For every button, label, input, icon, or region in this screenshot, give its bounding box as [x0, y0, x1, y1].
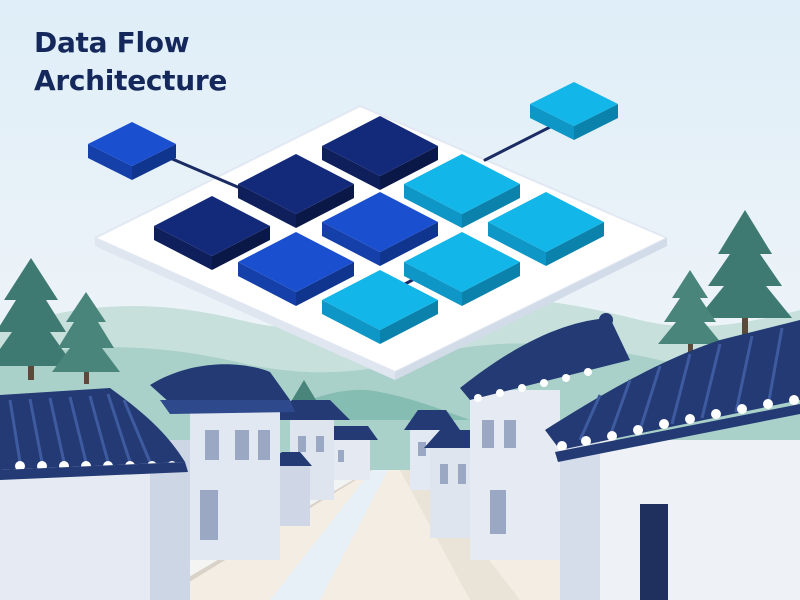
connector-line: [483, 120, 562, 162]
block-top: [322, 270, 438, 330]
block-side-left: [404, 262, 462, 306]
pine-tree-right: [698, 210, 792, 340]
connector-line: [168, 156, 242, 190]
block-side-right: [296, 262, 354, 306]
block-side-right: [380, 300, 438, 344]
data-block: [322, 116, 438, 190]
block-side-left: [154, 226, 212, 270]
block-top: [530, 82, 618, 126]
data-block: [322, 192, 438, 266]
block-top: [404, 232, 520, 292]
pine-tree-left-2: [52, 292, 120, 384]
data-block: [88, 122, 176, 180]
block-side-right: [462, 262, 520, 306]
block-side-left: [238, 262, 296, 306]
title-line-1: Data Flow: [34, 26, 190, 59]
block-top: [322, 192, 438, 252]
block-side-left: [404, 184, 462, 228]
data-block: [488, 192, 604, 266]
block-side-left: [238, 184, 296, 228]
data-block: [154, 196, 270, 270]
block-side-left: [322, 222, 380, 266]
data-block: [404, 232, 520, 306]
block-top: [238, 154, 354, 214]
block-side-left: [88, 144, 132, 180]
right-houses: [404, 313, 800, 600]
block-side-right: [380, 146, 438, 190]
block-side-left: [322, 300, 380, 344]
data-block: [530, 82, 618, 140]
block-side-left: [530, 104, 574, 140]
block-side-right: [546, 222, 604, 266]
block-side-right: [212, 226, 270, 270]
block-top: [488, 192, 604, 252]
title-line-2: Architecture: [34, 64, 228, 97]
data-block: [404, 154, 520, 228]
pine-tree-right-2: [658, 270, 722, 352]
block-side-right: [132, 144, 176, 180]
page-title: Data Flow Architecture: [34, 24, 227, 100]
block-side-left: [488, 222, 546, 266]
data-blocks: [88, 82, 618, 344]
block-top: [238, 232, 354, 292]
pine-tree-left: [0, 258, 74, 380]
block-side-left: [322, 146, 380, 190]
data-block: [322, 270, 438, 344]
block-side-right: [380, 222, 438, 266]
block-side-right: [574, 104, 618, 140]
block-top: [404, 154, 520, 214]
data-block: [238, 154, 354, 228]
left-houses: [0, 364, 378, 600]
block-top: [154, 196, 270, 256]
block-top: [88, 122, 176, 166]
block-side-right: [296, 184, 354, 228]
data-block: [238, 232, 354, 306]
block-top: [322, 116, 438, 176]
block-side-right: [462, 184, 520, 228]
